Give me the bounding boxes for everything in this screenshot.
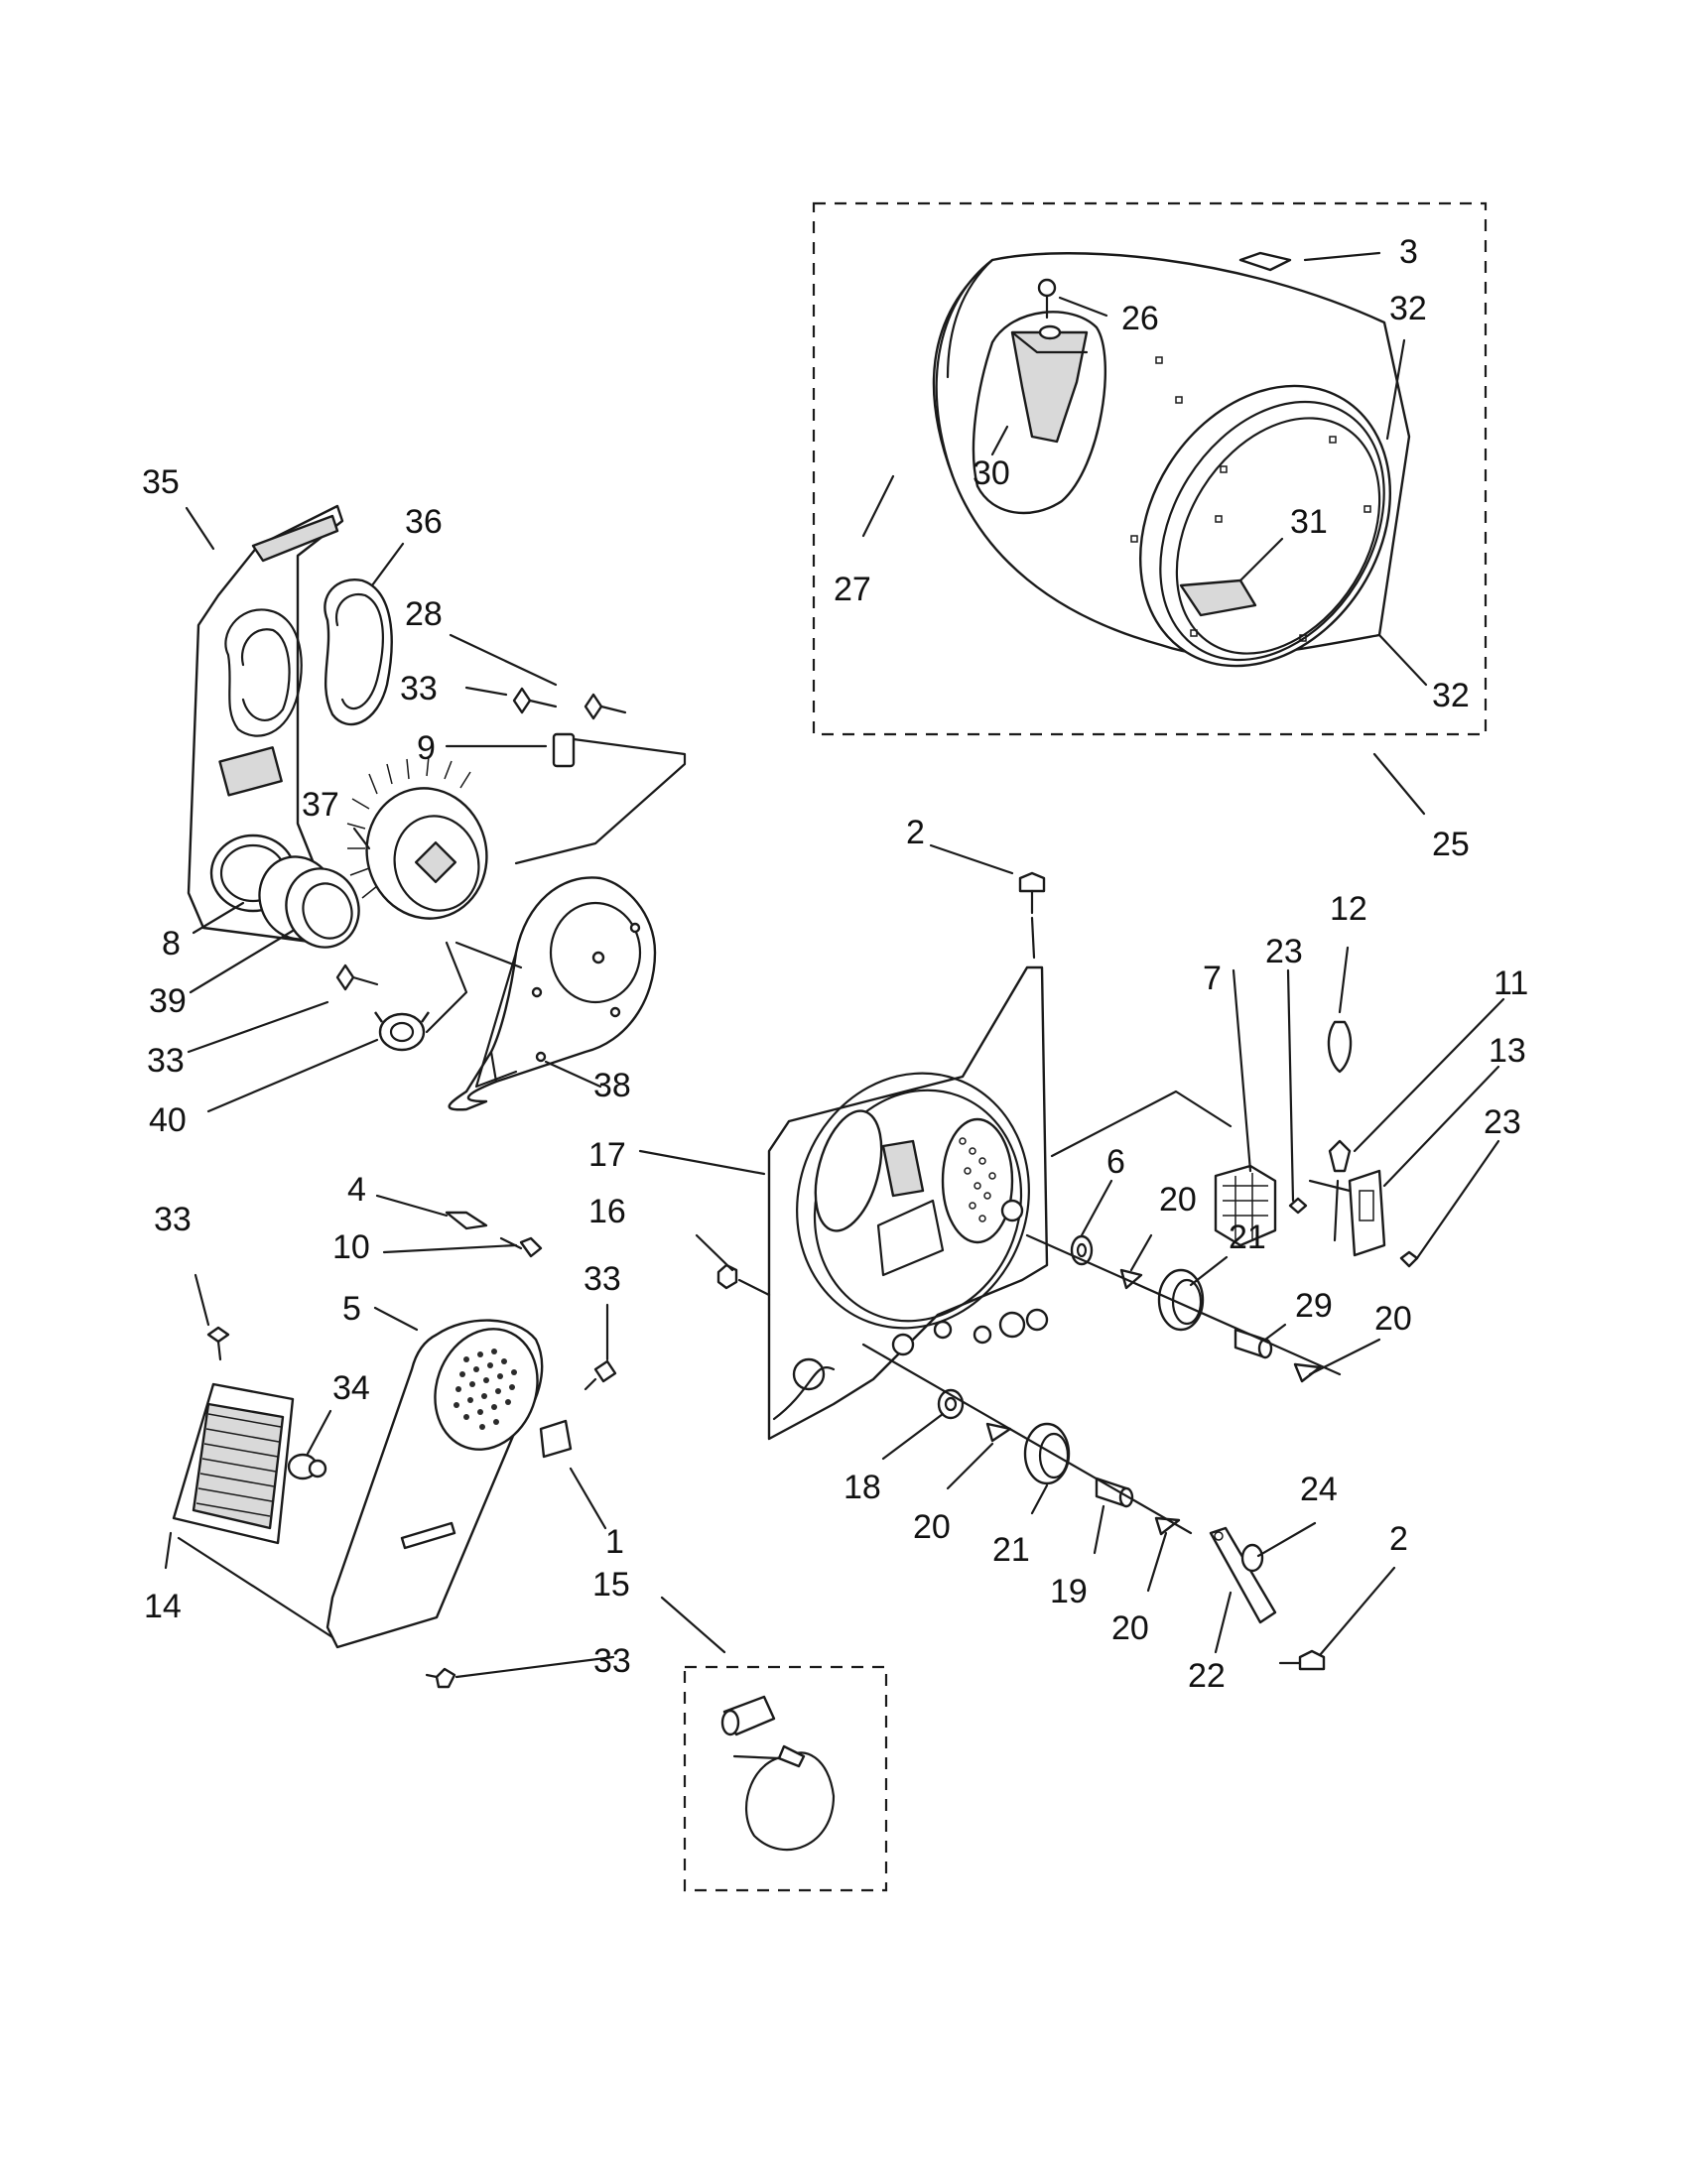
callout-2: 2 (1389, 1520, 1408, 1558)
rear-panel-vent (941, 1117, 1014, 1244)
callout-29: 29 (1295, 1287, 1333, 1325)
screw-10 (499, 1236, 543, 1258)
callout-23: 23 (1265, 933, 1303, 970)
callout-18: 18 (844, 1469, 881, 1506)
power-cord-box (683, 1665, 888, 1892)
shaft-29 (1234, 1328, 1273, 1359)
callout-4: 4 (347, 1171, 366, 1209)
blower-housing-cover (187, 504, 344, 945)
thermal-fuse-34 (287, 1453, 327, 1480)
callout-38: 38 (593, 1067, 631, 1104)
drum-baffle-31 (1179, 578, 1257, 617)
callout-5: 5 (342, 1290, 361, 1328)
shaft-19 (1095, 1477, 1134, 1508)
callout-2: 2 (906, 814, 925, 851)
rear-panel-17 (767, 965, 1049, 1441)
screw-23-lower (1399, 1250, 1419, 1268)
callout-11: 11 (1493, 964, 1528, 1002)
callout-10: 10 (332, 1228, 370, 1266)
callout-36: 36 (405, 503, 443, 541)
callout-13: 13 (1489, 1032, 1526, 1070)
screw-33-lower (335, 964, 379, 991)
callout-12: 12 (1330, 890, 1367, 928)
callout-35: 35 (142, 463, 180, 501)
washer-24 (1240, 1543, 1264, 1573)
heater-group (172, 1211, 617, 1689)
roller-21b (1023, 1422, 1071, 1485)
callout-20: 20 (1374, 1300, 1412, 1338)
callout-1: 1 (605, 1523, 624, 1561)
callout-20: 20 (1111, 1609, 1149, 1647)
screw-2-top (1018, 871, 1046, 915)
drum-assembly-group (812, 201, 1488, 736)
roller-group (861, 1233, 1342, 1671)
screw-2-bottom (1278, 1649, 1326, 1671)
callout-39: 39 (149, 982, 187, 1020)
leader-lines (164, 251, 1505, 1679)
screw-23-upper (1288, 1197, 1308, 1215)
callout-28: 28 (405, 595, 443, 633)
callout-23: 23 (1484, 1103, 1521, 1141)
callout-32: 32 (1432, 677, 1470, 714)
roller-21a (1157, 1268, 1205, 1332)
callout-27: 27 (834, 571, 871, 608)
screw-33-duct-bottom (425, 1667, 456, 1689)
callout-33: 33 (154, 1201, 192, 1238)
ring-20c (985, 1422, 1012, 1443)
power-cord-kit-group (683, 1665, 888, 1892)
callout-25: 25 (1432, 826, 1470, 863)
bracket-1 (539, 1419, 573, 1459)
callout-14: 14 (144, 1588, 182, 1625)
thermostat-40 (374, 1011, 430, 1052)
fuse-12 (1327, 1020, 1353, 1074)
callout-19: 19 (1050, 1573, 1088, 1610)
callout-17: 17 (588, 1136, 626, 1174)
bracket-4 (445, 1211, 488, 1230)
callout-37: 37 (302, 786, 339, 824)
callout-26: 26 (1121, 300, 1159, 337)
strain-relief-15 (720, 1695, 776, 1736)
ring-20b (1293, 1362, 1322, 1383)
callout-9: 9 (417, 729, 436, 767)
bracket-22 (1209, 1526, 1277, 1624)
blower-wheel-37 (346, 755, 488, 920)
rear-panel-group (716, 871, 1049, 1441)
nut-16 (716, 1263, 738, 1290)
screw-33-heater-top (206, 1326, 230, 1361)
callout-33: 33 (147, 1042, 185, 1080)
clip-3 (1238, 251, 1292, 272)
callout-34: 34 (332, 1369, 370, 1407)
screw-33-duct (584, 1359, 617, 1391)
clip-9 (552, 732, 576, 768)
callout-labels: 35 36 28 33 9 37 8 39 33 40 38 3 26 32 3… (142, 233, 1528, 1695)
fuse-11 (1328, 1139, 1352, 1173)
blower-group (187, 504, 687, 1111)
callout-6: 6 (1106, 1143, 1125, 1181)
callout-33: 33 (593, 1642, 631, 1680)
callout-30: 30 (973, 454, 1010, 492)
screw-28 (584, 693, 627, 720)
callout-31: 31 (1290, 503, 1328, 541)
callout-33: 33 (400, 670, 438, 707)
callout-40: 40 (149, 1101, 187, 1139)
screw-33-upper (512, 687, 558, 714)
callout-32: 32 (1389, 290, 1427, 327)
callout-16: 16 (588, 1193, 626, 1230)
callout-33: 33 (584, 1260, 621, 1298)
callout-21: 21 (992, 1531, 1030, 1569)
callout-20: 20 (1159, 1181, 1197, 1219)
callout-21: 21 (1229, 1219, 1266, 1256)
drum-assembly-box (812, 201, 1488, 736)
callout-8: 8 (162, 925, 181, 963)
callout-15: 15 (592, 1566, 630, 1604)
callout-7: 7 (1203, 960, 1222, 997)
screw-26 (1037, 278, 1062, 340)
callout-22: 22 (1188, 1657, 1226, 1695)
callout-3: 3 (1399, 233, 1418, 271)
callout-24: 24 (1300, 1471, 1338, 1508)
callout-20: 20 (913, 1508, 951, 1546)
bracket-13 (1348, 1169, 1386, 1257)
drum-baffle (1010, 330, 1089, 444)
